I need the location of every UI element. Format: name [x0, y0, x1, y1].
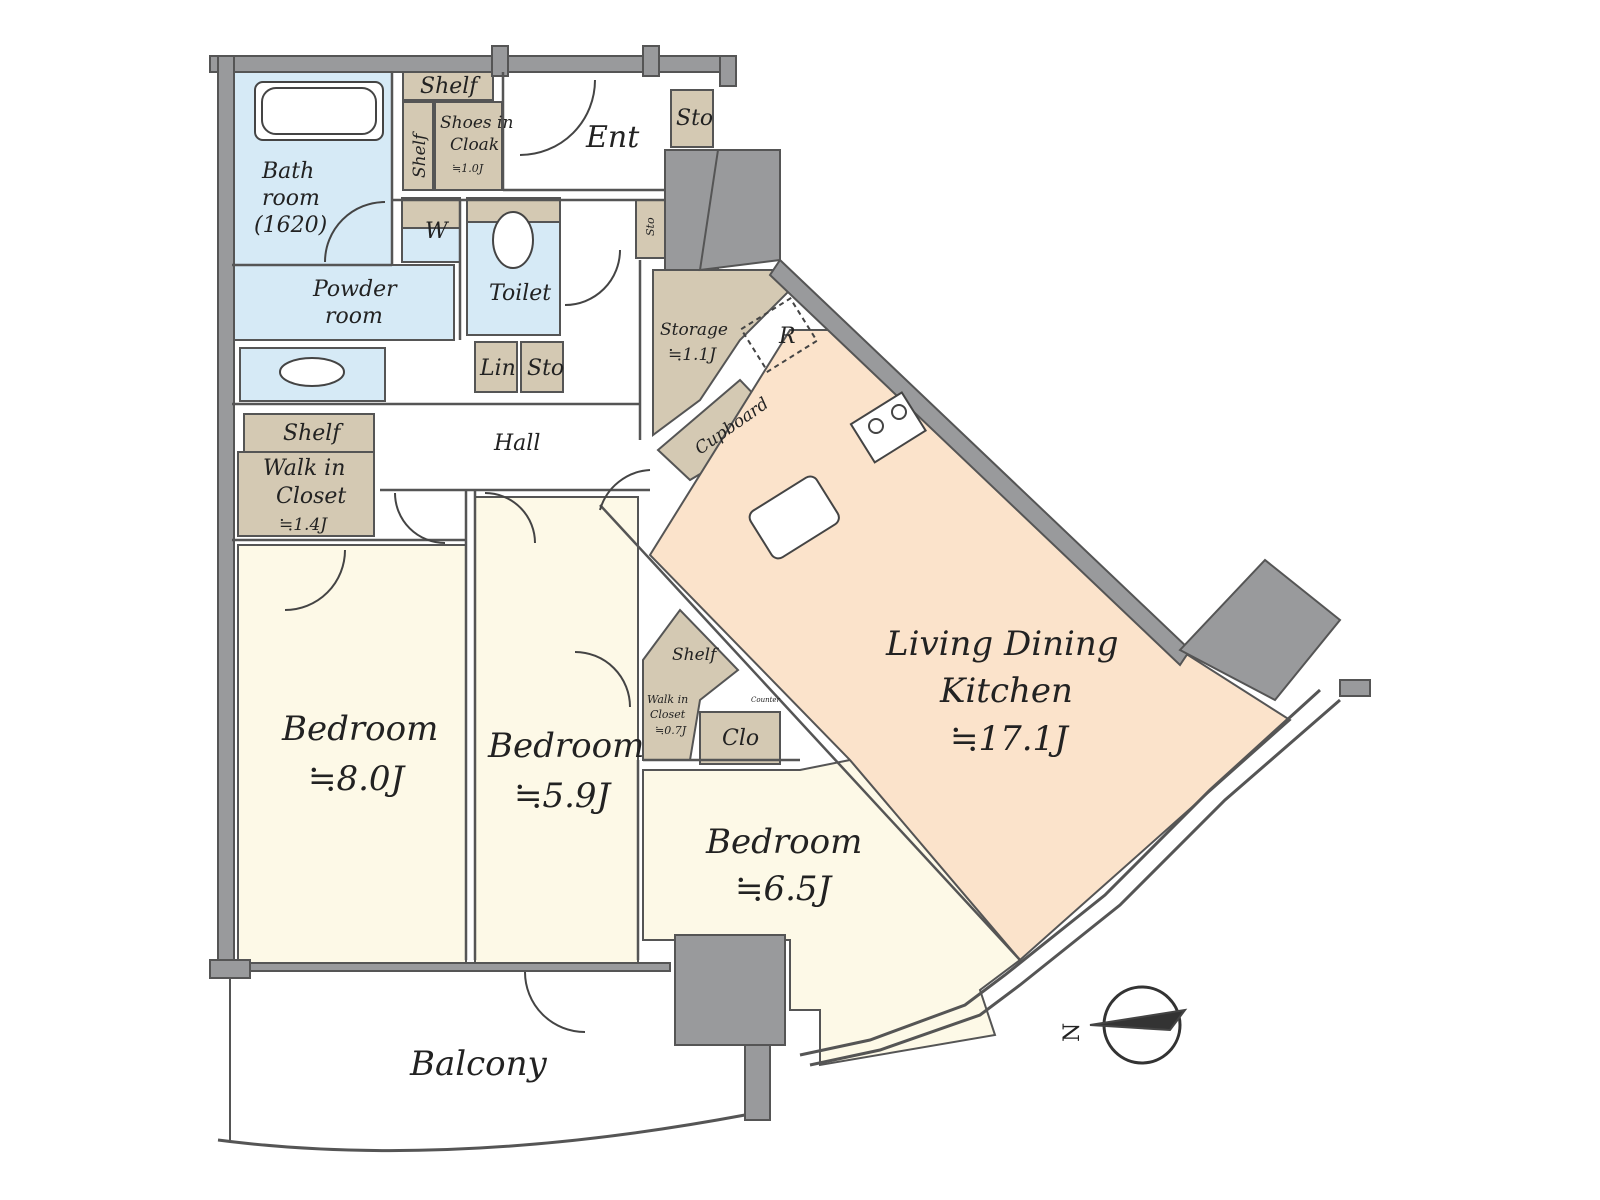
labels: Bath room (1620) Shelf Shelf Shoes in Cl… — [254, 74, 1119, 1084]
storage-label: Storage — [660, 320, 728, 340]
counter-label: Counter — [751, 696, 781, 704]
wic1-shelf-block — [243, 413, 375, 453]
door-bedroom2-a — [394, 492, 446, 544]
shelf-top-block — [402, 69, 494, 101]
shelf-top-label: Shelf — [420, 74, 481, 99]
doors — [284, 79, 651, 1033]
bedroom3-label: Bedroom — [705, 822, 862, 862]
door-bedroom2-b — [484, 492, 536, 544]
shoes-label-1: Shoes in — [440, 113, 513, 133]
ldk-label-2: Kitchen — [939, 671, 1073, 711]
bedroom2-label: Bedroom — [487, 726, 644, 766]
wic1-shelf-label: Shelf — [283, 421, 344, 446]
bedroom3-area: ≒6.5J — [735, 869, 834, 909]
w-block — [401, 197, 461, 229]
hall-label: Hall — [493, 431, 540, 456]
wall-balcony-column — [674, 934, 786, 1046]
shelf-side-label: Shelf — [410, 131, 430, 178]
bedroom-2-floor — [474, 496, 639, 964]
bath-label-3: (1620) — [254, 213, 327, 238]
wall-right-tab — [1339, 679, 1371, 697]
kitchen-stove — [849, 391, 928, 464]
shoes-cloak-block — [434, 101, 503, 191]
door-bedroom3 — [574, 651, 631, 708]
kitchen-sink — [748, 475, 840, 560]
wall-bedrooms-bottom — [249, 962, 671, 972]
wall-top-right-cap — [719, 55, 737, 87]
wic1-block — [237, 451, 375, 537]
door-toilet — [564, 249, 621, 306]
bathtub-inner — [261, 87, 377, 135]
wic2-label-2: Closet — [650, 708, 686, 721]
wall-left — [217, 55, 235, 967]
ent-label: Ent — [585, 120, 640, 155]
wic2-shelf-label: Shelf — [672, 645, 719, 665]
door-ldk — [599, 469, 651, 511]
storage-block — [652, 269, 792, 437]
ldk-label-1: Living Dining — [885, 624, 1119, 664]
wic2-label-1: Walk in — [647, 693, 688, 706]
bath-label-2: room — [262, 186, 320, 211]
stove-burner-2 — [891, 404, 907, 420]
lin-block — [474, 341, 518, 393]
sto-ent-label: Sto — [676, 106, 713, 131]
wall-balcony-right — [744, 1044, 771, 1121]
bath-label-1: Bath — [261, 159, 314, 184]
wall-top-post-2 — [642, 45, 660, 77]
partitions — [232, 72, 1021, 961]
toilet-label: Toilet — [489, 281, 551, 306]
walls — [209, 45, 1371, 1121]
powder-room-floor — [231, 264, 455, 341]
compass-n-label: N — [1060, 1023, 1085, 1042]
bathtub — [254, 81, 384, 141]
stove-burner-1 — [868, 418, 884, 434]
powder-label-1: Powder — [312, 277, 398, 302]
clo-block — [699, 711, 781, 765]
wall-top-post-1 — [491, 45, 509, 77]
door-ent — [519, 79, 596, 156]
wic1-label-1: Walk in — [263, 456, 345, 481]
wic1-area: ≒1.4J — [279, 515, 328, 535]
fridge-label: R — [778, 324, 796, 349]
fixtures — [254, 81, 1188, 1065]
door-bath — [324, 201, 386, 263]
sto-small-label: Sto — [644, 217, 657, 236]
shoes-area: ≒1.0J — [452, 162, 484, 175]
storage-area: ≒1.1J — [668, 345, 717, 365]
balcony-rail — [217, 1113, 746, 1153]
compass-needle — [1089, 1008, 1188, 1032]
wall-curved-window — [809, 698, 1341, 1067]
bedroom1-area: ≒8.0J — [308, 759, 407, 799]
w-label: W — [425, 219, 450, 244]
door-bedroom1 — [284, 549, 346, 611]
lin-label: Lin — [479, 356, 516, 381]
sto-hall-label: Sto — [527, 356, 564, 381]
ldk-area: ≒17.1J — [950, 719, 1070, 759]
bedroom1-label: Bedroom — [281, 709, 438, 749]
washbasin-bowl — [279, 357, 345, 387]
wic2-area: ≒0.7J — [655, 724, 687, 737]
balcony-area — [217, 978, 746, 1153]
door-balcony — [524, 971, 586, 1033]
shelf-side-block — [402, 101, 434, 191]
sto-ent-block — [670, 89, 714, 148]
toilet-bowl — [492, 211, 534, 269]
sto-small-block — [635, 199, 667, 259]
wic1-label-2: Closet — [276, 484, 346, 509]
bedroom-1-floor — [237, 544, 467, 964]
clo-label: Clo — [722, 726, 759, 751]
sto-hall-block — [520, 341, 564, 393]
wall-ldk-diagonal — [768, 258, 1192, 667]
powder-label-2: room — [325, 304, 383, 329]
fridge-outline — [739, 297, 819, 373]
shoes-label-2: Cloak — [450, 135, 499, 155]
wall-ldk-corner — [1178, 558, 1342, 702]
wall-bottom-left — [209, 959, 251, 979]
wall-curved-window-inner — [799, 688, 1322, 1057]
bedroom2-area: ≒5.9J — [514, 776, 613, 816]
balcony-label: Balcony — [409, 1044, 548, 1084]
